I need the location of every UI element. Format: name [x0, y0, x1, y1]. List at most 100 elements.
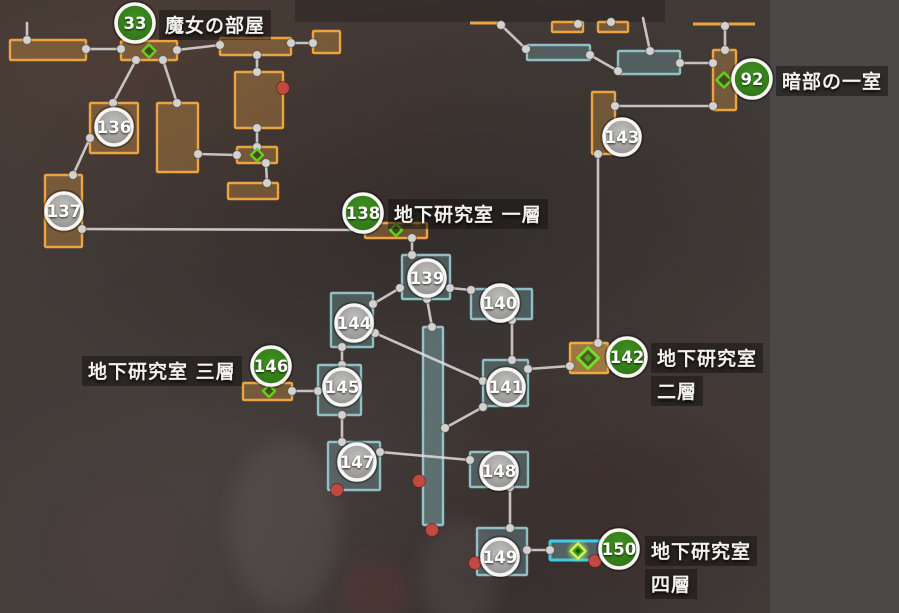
node-number: 147: [340, 453, 374, 472]
junction-dot: [252, 123, 262, 133]
room-t1[interactable]: [525, 43, 592, 62]
map-label-33: 魔女の部屋: [159, 10, 272, 43]
junction-dot: [368, 299, 378, 309]
diamond-marker-icon[interactable]: [715, 71, 733, 89]
node-number: 137: [47, 202, 81, 221]
diamond-marker-icon[interactable]: [261, 383, 277, 399]
node-circle-green: [114, 2, 156, 44]
red-dot-marker[interactable]: [330, 483, 344, 497]
junction-dot: [720, 45, 730, 55]
node-number: 140: [483, 294, 517, 313]
node-outline: [320, 365, 364, 409]
junction-dot: [565, 361, 575, 371]
junction-dot: [172, 45, 182, 55]
junction-dot: [505, 523, 515, 533]
map-node-144[interactable]: 144: [332, 301, 376, 345]
node-number: 146: [254, 357, 288, 376]
node-number: 139: [410, 269, 444, 288]
node-number: 150: [602, 540, 636, 559]
junction-dot: [445, 283, 455, 293]
map-node-138[interactable]: 138: [340, 190, 386, 236]
node-circle-gray: [337, 442, 377, 482]
red-dot-marker[interactable]: [588, 554, 602, 568]
node-circle-gray: [94, 107, 134, 147]
path-line: [371, 286, 402, 306]
room-a5[interactable]: [233, 70, 285, 130]
room-a9[interactable]: [155, 101, 200, 174]
background-artwork-shade: [60, 490, 180, 610]
junction-dot: [440, 423, 450, 433]
map-label-150: 地下研究室四層: [645, 536, 758, 602]
node-circle-gray: [334, 303, 374, 343]
room-a1[interactable]: [8, 38, 88, 62]
map-node-147[interactable]: 147: [335, 440, 379, 484]
junction-dot: [522, 545, 532, 555]
path-line: [641, 16, 652, 53]
map-node-140[interactable]: 140: [478, 281, 522, 325]
node-circle-green: [342, 192, 384, 234]
node-number: 141: [489, 378, 523, 397]
junction-dot: [708, 101, 718, 111]
node-circle-gray: [486, 367, 526, 407]
junction-dot: [610, 101, 620, 111]
junction-dot: [407, 250, 417, 260]
node-circle-green: [598, 528, 640, 570]
node-circle-gray: [322, 367, 362, 407]
map-node-148[interactable]: 148: [477, 449, 521, 493]
node-outline: [600, 115, 644, 159]
node-outline: [112, 0, 158, 46]
node-outline: [604, 334, 650, 380]
node-circle-gray: [480, 537, 520, 577]
path-line: [499, 23, 528, 51]
red-dot-marker[interactable]: [412, 474, 426, 488]
map-node-137[interactable]: 137: [42, 189, 86, 233]
node-number: 144: [337, 314, 371, 333]
junction-dot: [507, 355, 517, 365]
node-circle-green: [731, 58, 773, 100]
junction-dot: [465, 455, 475, 465]
junction-dot: [131, 55, 141, 65]
map-node-136[interactable]: 136: [92, 105, 136, 149]
path-line: [161, 58, 179, 105]
node-circle-gray: [407, 258, 447, 298]
map-node-33[interactable]: 33: [112, 0, 158, 46]
junction-dot: [523, 364, 533, 374]
red-dot-marker[interactable]: [276, 81, 290, 95]
map-node-150[interactable]: 150: [596, 526, 642, 572]
map-label-text: 地下研究室 一層: [388, 199, 548, 229]
map-node-92[interactable]: 92: [729, 56, 775, 102]
node-outline: [477, 449, 521, 493]
diamond-marker-icon[interactable]: [141, 43, 157, 59]
map-node-149[interactable]: 149: [478, 535, 522, 579]
map-label-92: 暗部の一室: [776, 66, 889, 99]
junction-dot: [720, 21, 730, 31]
junction-dot: [606, 17, 616, 27]
node-number: 149: [483, 548, 517, 567]
junction-dot: [215, 40, 225, 50]
map-node-142[interactable]: 142: [604, 334, 650, 380]
node-outline: [478, 281, 522, 325]
map-node-141[interactable]: 141: [484, 365, 528, 409]
map-node-145[interactable]: 145: [320, 365, 364, 409]
node-number: 148: [482, 462, 516, 481]
junction-dot: [375, 447, 385, 457]
red-dot-marker[interactable]: [425, 523, 439, 537]
map-node-139[interactable]: 139: [405, 256, 449, 300]
diamond-marker-icon[interactable]: [249, 147, 265, 163]
junction-dot: [252, 50, 262, 60]
node-circle-gray: [480, 283, 520, 323]
path-line: [71, 136, 92, 177]
junction-dot: [613, 66, 623, 76]
node-number: 33: [124, 14, 147, 33]
junction-dot: [337, 437, 347, 447]
junction-dot: [261, 158, 271, 168]
node-outline: [332, 301, 376, 345]
map-node-143[interactable]: 143: [600, 115, 644, 159]
diamond-marker-core: [575, 548, 581, 554]
path-line: [443, 405, 485, 430]
map-node-146[interactable]: 146: [248, 343, 294, 389]
junction-dot: [287, 386, 297, 396]
node-outline: [335, 440, 379, 484]
junction-dot: [427, 322, 437, 332]
junction-dot: [521, 44, 531, 54]
